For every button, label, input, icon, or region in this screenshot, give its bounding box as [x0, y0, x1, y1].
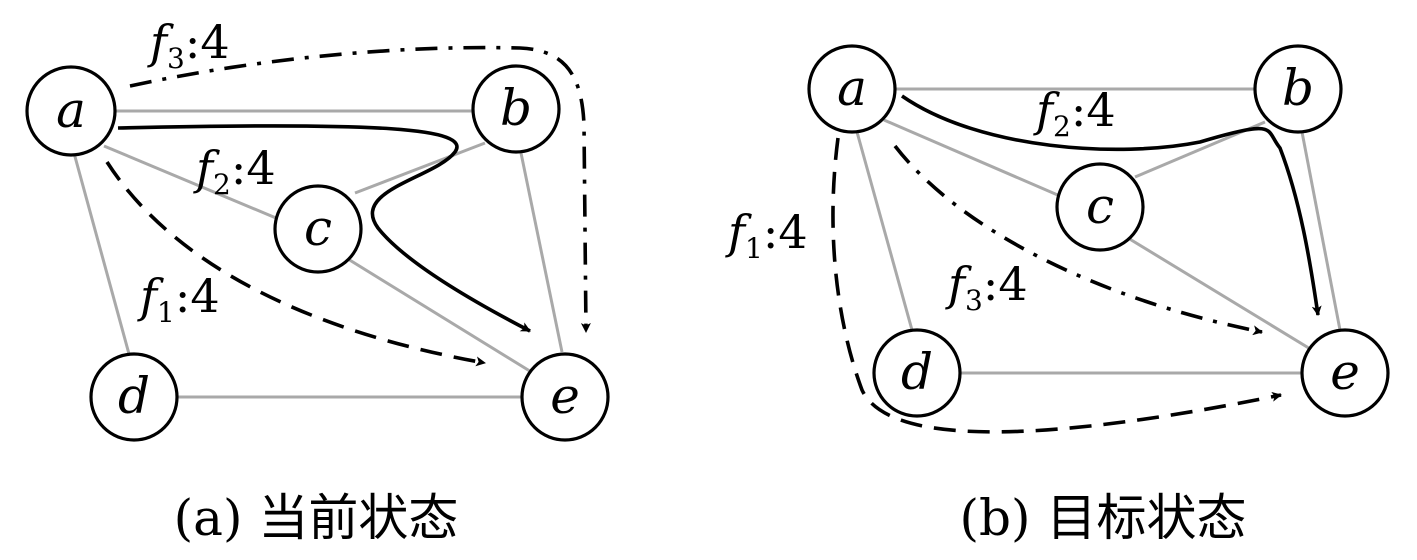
- flow-label-f2-value: 4: [246, 141, 275, 195]
- edge-a-c: [103, 144, 277, 220]
- panel-a-caption: (a) 当前状态: [174, 489, 459, 547]
- edge-a-d: [72, 152, 131, 355]
- flow-label-f1: f1:4: [137, 269, 220, 329]
- node-c-label: c: [304, 199, 332, 257]
- node-b: b: [471, 64, 561, 154]
- node-a-label: a: [56, 81, 86, 139]
- flow-label-f1-sub: 1: [745, 232, 763, 265]
- node-d-label: d: [901, 343, 933, 401]
- node-d-label: d: [118, 367, 150, 425]
- flow-label-f1-value: 4: [190, 269, 219, 323]
- node-e: e: [520, 352, 610, 442]
- edge-b-e: [519, 152, 564, 353]
- panel-b: a b c d e f2:4 f1:4 f3:4 (b) 目标状态: [725, 44, 1390, 547]
- flow-f1-path: [105, 161, 486, 367]
- node-a-label: a: [837, 59, 867, 117]
- flow-label-f1-value: 4: [778, 205, 807, 259]
- node-c: c: [273, 184, 363, 274]
- panel-a: a b c d e f3:4 f2:4 f1:4 (a) 当前状态: [25, 15, 610, 547]
- flow-label-f2: f2:4: [1033, 83, 1116, 143]
- node-a: a: [807, 44, 897, 134]
- flow-f1-path: [831, 137, 1282, 434]
- node-e-label: e: [1330, 343, 1360, 401]
- node-e-label: e: [550, 367, 580, 425]
- flow-f2-path: [117, 124, 531, 333]
- edge-c-b: [354, 141, 486, 195]
- flow-f3-path: [129, 45, 591, 333]
- node-d: d: [89, 352, 179, 442]
- flow-label-f3-sub: 3: [167, 42, 185, 75]
- flow-f2-path: [900, 94, 1322, 316]
- node-b: b: [1253, 44, 1343, 134]
- edge-a-c: [883, 118, 1061, 198]
- flow-label-f3: f3:4: [147, 15, 230, 75]
- flow-label-f2: f2:4: [193, 141, 276, 201]
- flow-f3-path: [893, 144, 1263, 336]
- node-e: e: [1300, 328, 1390, 418]
- flow-label-f2-sub: 2: [213, 168, 231, 201]
- edge-c-e: [1127, 236, 1313, 352]
- node-b-label: b: [1282, 59, 1314, 117]
- flow-label-f3-value: 4: [998, 257, 1027, 311]
- flow-label-f3-value: 4: [200, 15, 229, 69]
- flow-label-f3: f3:4: [945, 257, 1028, 317]
- flow-label-f2-sub: 2: [1053, 110, 1071, 143]
- edge-b-e: [1300, 131, 1342, 331]
- node-d: d: [872, 328, 962, 418]
- flow-label-f1: f1:4: [725, 205, 808, 265]
- node-a: a: [25, 65, 117, 157]
- flow-label-f2-value: 4: [1086, 83, 1115, 137]
- panel-b-caption: (b) 目标状态: [960, 489, 1247, 547]
- edge-c-e: [347, 257, 534, 375]
- edge-a-d: [855, 131, 914, 331]
- flow-label-f1-sub: 1: [157, 296, 175, 329]
- node-c: c: [1055, 162, 1145, 252]
- node-c-label: c: [1086, 177, 1114, 235]
- panel-b-edges: [855, 87, 1342, 375]
- node-b-label: b: [500, 79, 532, 137]
- flow-label-f3-sub: 3: [965, 284, 983, 317]
- panel-a-edges: [72, 109, 564, 399]
